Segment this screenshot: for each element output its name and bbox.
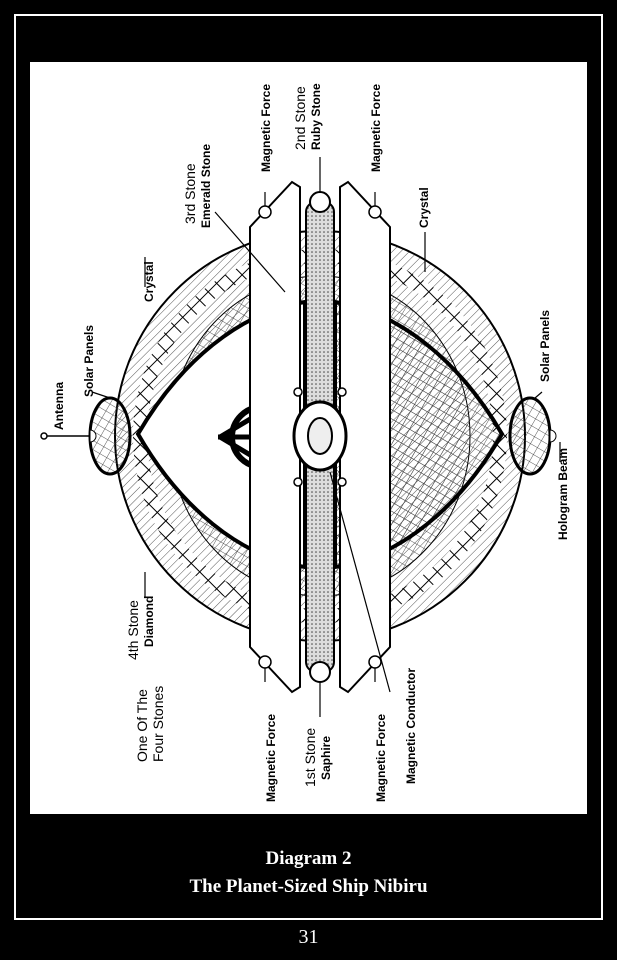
label-ruby-stone: Ruby Stone: [309, 83, 323, 150]
label-saphire: Saphire: [319, 736, 333, 780]
label-third-stone: 3rd Stone: [182, 163, 198, 224]
label-crystal-top: Crystal: [142, 261, 156, 302]
page-number: 31: [298, 926, 319, 948]
label-emerald-stone: Emerald Stone: [199, 144, 213, 228]
label-crystal-right: Crystal: [417, 187, 431, 228]
label-solar-panels-bottom: Solar Panels: [538, 310, 552, 382]
antenna-icon: [40, 429, 97, 443]
caption-title: Diagram 2: [265, 848, 352, 869]
label-magnetic-force-tl: Magnetic Force: [259, 84, 273, 172]
label-magnetic-force-bm: Magnetic Force: [374, 714, 388, 802]
label-magnetic-conductor: Magnetic Conductor: [404, 668, 418, 784]
top-black-band: [24, 22, 593, 62]
label-magnetic-force-bl: Magnetic Force: [264, 714, 278, 802]
nibiru-diagram: Antenna Solar Panels Crystal 4th Stone D…: [40, 83, 570, 802]
caption-block: Diagram 2 The Planet-Sized Ship Nibiru: [24, 820, 593, 912]
label-second-stone: 2nd Stone: [292, 86, 308, 150]
label-diamond: Diamond: [142, 596, 156, 647]
label-fourth-stone: 4th Stone: [125, 600, 141, 660]
leader-lines: [91, 157, 561, 717]
label-magnetic-force-tr: Magnetic Force: [369, 84, 383, 172]
label-four-stones: Four Stones: [150, 686, 166, 762]
hologram-emitter-icon: [549, 429, 557, 443]
page-frame: [14, 14, 603, 920]
label-solar-panels-top: Solar Panels: [82, 325, 96, 397]
solar-panel-bottom: [508, 396, 552, 476]
label-first-stone: 1st Stone: [302, 728, 318, 787]
label-hologram-beam: Hologram Beam: [556, 448, 570, 540]
magnetic-conductor-column: [249, 180, 391, 694]
caption-subtitle: The Planet-Sized Ship Nibiru: [189, 876, 428, 897]
label-antenna: Antenna: [52, 382, 66, 430]
diagram-panel: Antenna Solar Panels Crystal 4th Stone D…: [30, 62, 587, 814]
label-one-of-the: One Of The: [134, 689, 150, 762]
